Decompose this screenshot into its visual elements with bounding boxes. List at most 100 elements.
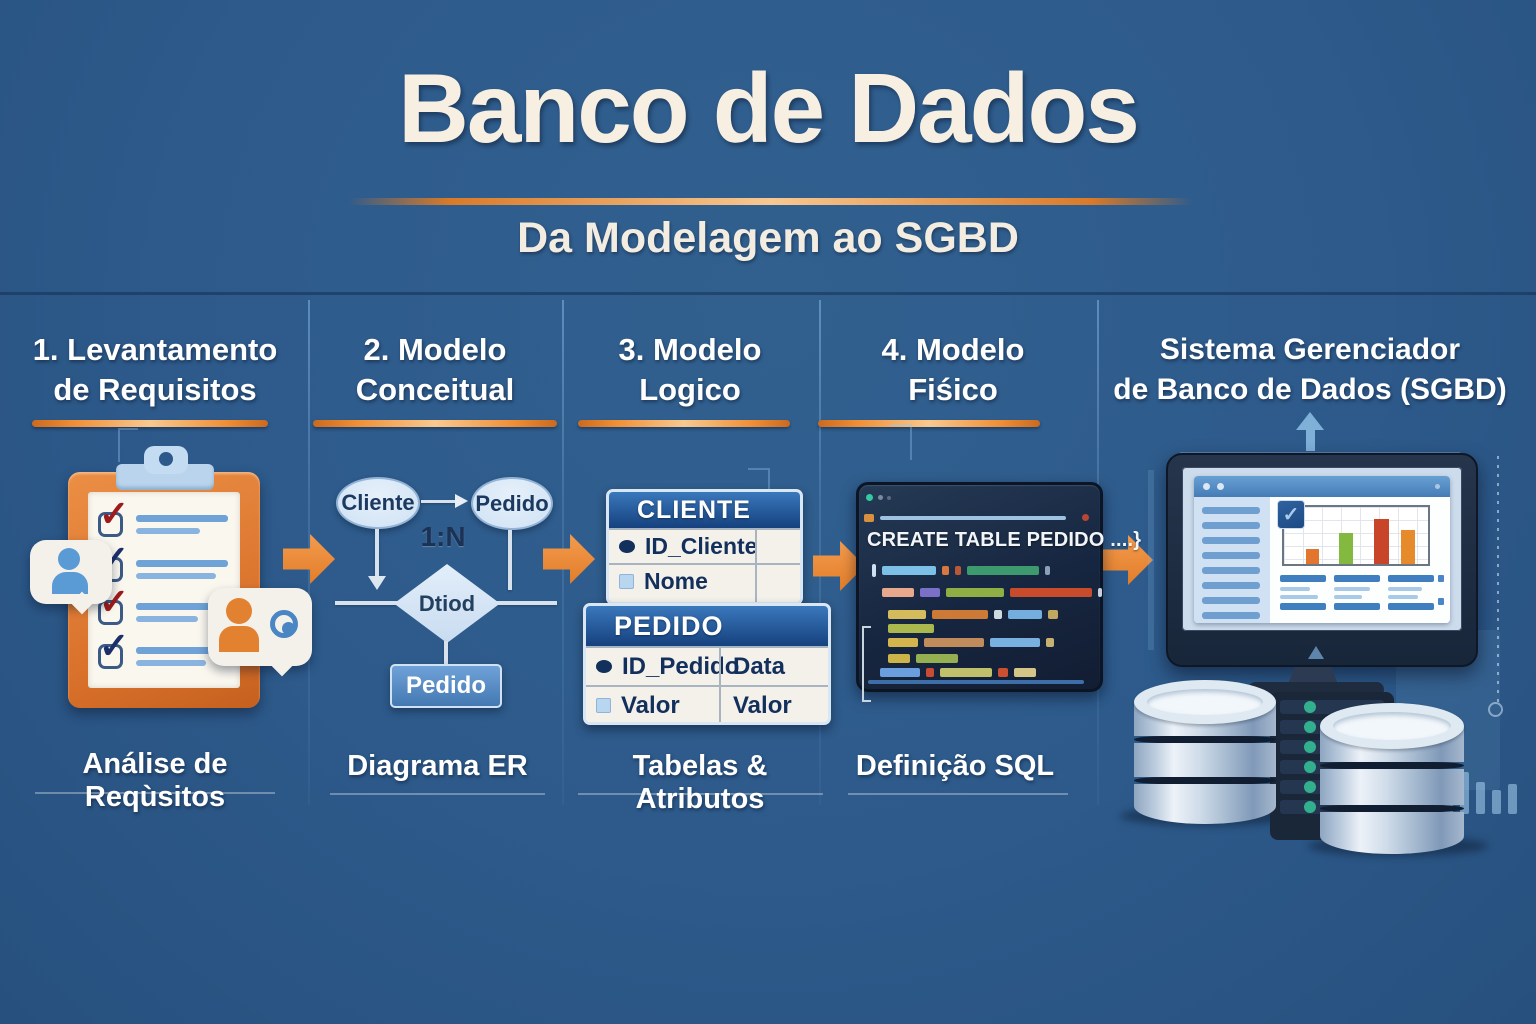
code-line bbox=[888, 654, 964, 663]
sidebar-item-bar bbox=[1202, 582, 1260, 589]
table-column-divider bbox=[755, 528, 757, 602]
code-line bbox=[872, 564, 1056, 577]
table-row: Valor Valor bbox=[586, 685, 828, 722]
text-line bbox=[136, 573, 216, 579]
table-pedido: PEDIDO ID_Pedido Data Valor Valor bbox=[583, 603, 831, 725]
attribute-icon bbox=[619, 574, 634, 589]
text-line bbox=[136, 515, 228, 522]
code-panel-footer-bar bbox=[868, 680, 1084, 684]
text-line bbox=[136, 647, 226, 654]
er-connector bbox=[508, 530, 512, 590]
up-arrow-stem bbox=[1306, 429, 1315, 451]
chart-bar bbox=[1339, 533, 1353, 564]
primary-key-icon bbox=[619, 540, 635, 553]
caption-rule bbox=[330, 793, 545, 795]
chart-bar bbox=[1306, 549, 1319, 564]
chart-bar bbox=[1374, 519, 1389, 564]
step3-caption: Tabelas & Atributos bbox=[632, 750, 768, 815]
er-connector bbox=[444, 641, 448, 667]
mini-square bbox=[1438, 575, 1444, 582]
checkmark-icon bbox=[99, 628, 129, 664]
er-arrowhead-down-icon bbox=[368, 576, 386, 590]
sidebar-item-bar bbox=[1202, 537, 1260, 544]
header-rule bbox=[0, 292, 1536, 295]
sidebar-item-bar bbox=[1202, 552, 1260, 559]
checkmark-icon bbox=[99, 496, 129, 532]
window-dot-icon bbox=[878, 495, 883, 500]
er-cardinality: 1:N bbox=[420, 521, 466, 552]
flow-arrow-right-icon bbox=[543, 534, 595, 584]
step1-caption: Análise de Reqùsitos bbox=[82, 748, 228, 813]
window-dot-icon bbox=[887, 496, 891, 500]
er-entity-box-pedido: Pedido bbox=[390, 664, 502, 708]
table-cliente: CLIENTE ID_Cliente Nome bbox=[606, 489, 803, 605]
text-line bbox=[136, 560, 228, 567]
caption-rule bbox=[848, 793, 1068, 795]
column-divider bbox=[819, 300, 821, 805]
table-column-divider bbox=[719, 646, 721, 722]
primary-key-icon bbox=[596, 660, 612, 673]
er-relationship-diamond: Dtiod bbox=[394, 564, 500, 643]
window-dot-icon bbox=[1435, 484, 1440, 489]
sidebar-item-bar bbox=[1202, 522, 1260, 529]
data-row-group bbox=[1388, 575, 1434, 615]
code-line bbox=[888, 624, 940, 633]
checklist-item bbox=[98, 642, 230, 676]
step2-underline bbox=[313, 420, 557, 427]
code-line bbox=[888, 638, 1060, 647]
database-cylinder-icon bbox=[1320, 703, 1464, 854]
er-entity-cliente: Cliente bbox=[336, 477, 420, 529]
attribute-icon bbox=[596, 698, 611, 713]
mini-square bbox=[1438, 598, 1444, 605]
caption-rule bbox=[578, 793, 823, 795]
bar-chart-icon bbox=[1277, 500, 1430, 566]
er-arrowhead-icon bbox=[455, 494, 468, 508]
sidebar-item-bar bbox=[1202, 612, 1260, 619]
table-row: ID_Cliente bbox=[609, 528, 800, 563]
chart-bar bbox=[1401, 530, 1415, 564]
window-dot-icon bbox=[1082, 514, 1089, 521]
speech-bubble-user-orange-icon bbox=[208, 588, 312, 666]
deco-bracket bbox=[890, 424, 912, 460]
text-line bbox=[136, 616, 198, 622]
code-line bbox=[880, 668, 1042, 677]
step3-title: 3. Modelo Logico bbox=[618, 332, 762, 407]
checklist-item bbox=[98, 598, 230, 632]
browser-window bbox=[1194, 476, 1450, 623]
data-row-group bbox=[1280, 575, 1326, 615]
toolbar-bar bbox=[880, 516, 1066, 520]
text-line bbox=[136, 660, 206, 666]
step4-title: 4. Modelo Fiśico bbox=[881, 332, 1025, 407]
monitor-stand bbox=[1288, 667, 1338, 684]
step3-underline bbox=[578, 420, 790, 427]
step4-underline bbox=[818, 420, 1040, 427]
text-line bbox=[136, 603, 226, 610]
up-arrow-icon bbox=[1296, 412, 1324, 430]
app-main-area bbox=[1270, 497, 1450, 623]
window-dot-icon bbox=[1217, 483, 1224, 490]
window-dot-icon bbox=[1203, 483, 1210, 490]
deco-bracket bbox=[118, 428, 138, 462]
sidebar-item-bar bbox=[1202, 567, 1260, 574]
text-line bbox=[136, 528, 200, 534]
table-row: Nome bbox=[609, 563, 800, 598]
step1-title: 1. Levantamento de Requisitos bbox=[32, 332, 278, 407]
table-header: CLIENTE bbox=[609, 492, 800, 528]
er-entity-pedido: Pedido bbox=[471, 477, 553, 530]
deco-dotted-line bbox=[1497, 456, 1499, 702]
caption-rule bbox=[35, 792, 275, 794]
code-line bbox=[882, 588, 1108, 597]
window-dot-icon bbox=[866, 494, 873, 501]
sql-statement: CREATE TABLE PEDIDO ....} bbox=[867, 529, 1142, 551]
deco-circle bbox=[1488, 702, 1503, 717]
table-header: PEDIDO bbox=[586, 606, 828, 646]
speech-bubble-user-blue-icon bbox=[30, 540, 112, 604]
sgbd-title: Sistema Gerenciador de Banco de Dados (S… bbox=[1113, 333, 1507, 406]
checkbox-tile-icon bbox=[1277, 500, 1305, 529]
checklist-item bbox=[98, 510, 230, 544]
code-bracket bbox=[862, 626, 871, 702]
page-subtitle: Da Modelagem ao SGBD bbox=[517, 214, 1019, 262]
monitor-logo-icon bbox=[1308, 646, 1324, 659]
title-divider bbox=[348, 198, 1193, 205]
